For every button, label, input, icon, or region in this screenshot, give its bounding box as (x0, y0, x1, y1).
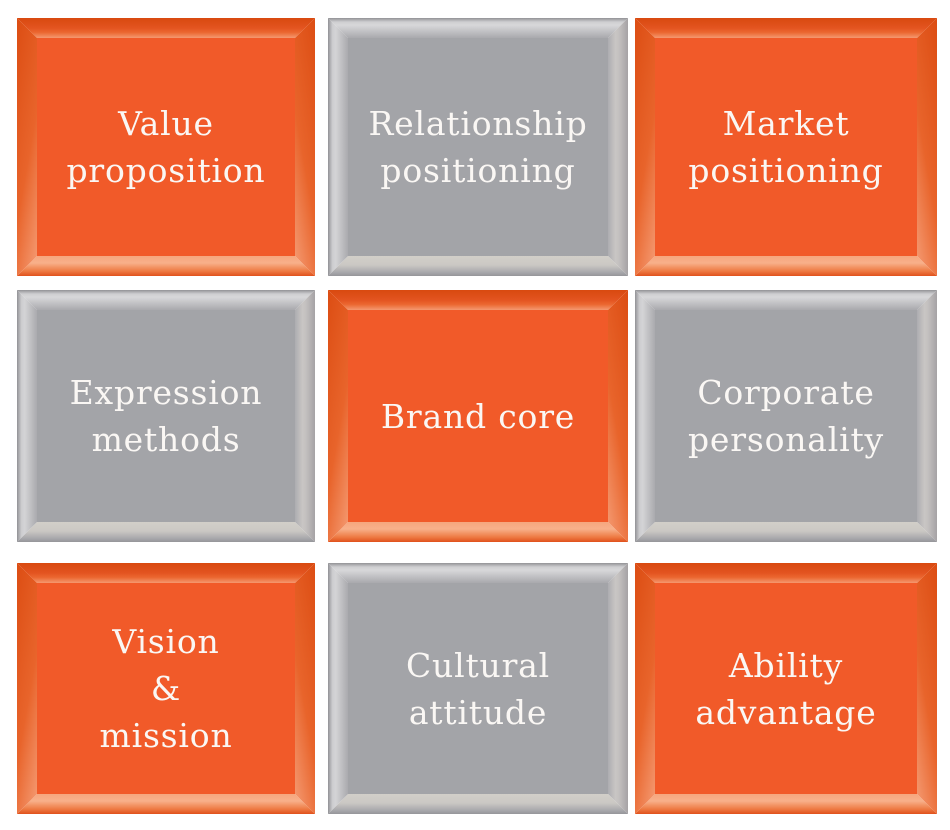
label-line: Market (722, 104, 850, 143)
tile-frame-bottom (17, 794, 315, 814)
label-line: Relationship (368, 104, 588, 143)
tile-face: Expression methods (37, 310, 295, 522)
label-line: Corporate (697, 373, 875, 412)
label-line: proposition (66, 151, 266, 190)
tile-face: Corporate personality (655, 310, 917, 522)
tile-frame-top (635, 563, 937, 583)
label-line: Expression (69, 373, 263, 412)
label-line: mission (99, 716, 233, 755)
tile-label: Corporate personality (688, 369, 884, 463)
tile-frame-left (328, 563, 348, 814)
tile-frame-bottom (17, 522, 315, 542)
tile-frame-left (328, 18, 348, 276)
tile-frame-right (608, 563, 628, 814)
tile-face: Vision & mission (37, 583, 295, 794)
tile-frame-left (635, 563, 655, 814)
tile-frame-right (608, 290, 628, 542)
tile-frame-top (635, 290, 937, 310)
label-line: Vision (112, 622, 220, 661)
tile-value-proposition: Value proposition (17, 18, 315, 276)
tile-frame-left (17, 290, 37, 542)
tile-frame-right (917, 290, 937, 542)
tile-frame-right (295, 563, 315, 814)
tile-frame-bottom (328, 794, 628, 814)
tile-frame-right (917, 563, 937, 814)
tile-frame-bottom (17, 256, 315, 276)
tile-label: Brand core (381, 393, 575, 440)
label-line: advantage (695, 692, 877, 732)
tile-frame-top (328, 290, 628, 310)
label-line: Cultural (406, 645, 550, 685)
label-line: Brand core (380, 396, 576, 436)
tile-face: Cultural attitude (348, 583, 608, 794)
tile-relationship-positioning: Relationship positioning (328, 18, 628, 276)
tile-frame-top (328, 18, 628, 38)
tile-frame-top (17, 18, 315, 38)
tile-frame-left (635, 290, 655, 542)
tile-face: Value proposition (37, 38, 295, 256)
tile-vision-mission: Vision & mission (17, 563, 315, 814)
tile-frame-top (635, 18, 937, 38)
tile-label: Expression methods (70, 369, 263, 463)
tile-face: Market positioning (655, 38, 917, 256)
tile-frame-right (917, 18, 937, 276)
tile-frame-bottom (328, 522, 628, 542)
tile-cultural-attitude: Cultural attitude (328, 563, 628, 814)
tile-frame-top (17, 563, 315, 583)
tile-frame-left (17, 18, 37, 276)
tile-label: Vision & mission (100, 618, 233, 759)
label-line: methods (91, 420, 241, 459)
label-line: personality (688, 420, 884, 459)
tile-frame-bottom (635, 522, 937, 542)
tile-face: Ability advantage (655, 583, 917, 794)
tile-brand-core: Brand core (328, 290, 628, 542)
tile-label: Value proposition (67, 100, 266, 194)
label-line: positioning (688, 151, 884, 190)
tile-label: Cultural attitude (406, 642, 550, 736)
tile-frame-left (328, 290, 348, 542)
tile-face: Relationship positioning (348, 38, 608, 256)
tile-expression-methods: Expression methods (17, 290, 315, 542)
tile-label: Ability advantage (695, 642, 876, 736)
tile-frame-left (635, 18, 655, 276)
label-line: positioning (380, 151, 576, 190)
tile-frame-left (17, 563, 37, 814)
tile-market-positioning: Market positioning (635, 18, 937, 276)
tile-label: Market positioning (688, 100, 883, 194)
label-line: Ability (728, 645, 844, 685)
tile-frame-right (608, 18, 628, 276)
tile-ability-advantage: Ability advantage (635, 563, 937, 814)
tile-label: Relationship positioning (368, 100, 587, 194)
tile-corporate-personality: Corporate personality (635, 290, 937, 542)
label-line: attitude (408, 692, 548, 732)
tile-frame-bottom (635, 794, 937, 814)
tile-frame-bottom (635, 256, 937, 276)
tile-face: Brand core (348, 310, 608, 522)
label-line: & (150, 669, 182, 708)
tile-frame-top (328, 563, 628, 583)
tile-frame-top (17, 290, 315, 310)
tile-frame-right (295, 18, 315, 276)
label-line: Value (118, 104, 214, 143)
tile-frame-bottom (328, 256, 628, 276)
tile-frame-right (295, 290, 315, 542)
